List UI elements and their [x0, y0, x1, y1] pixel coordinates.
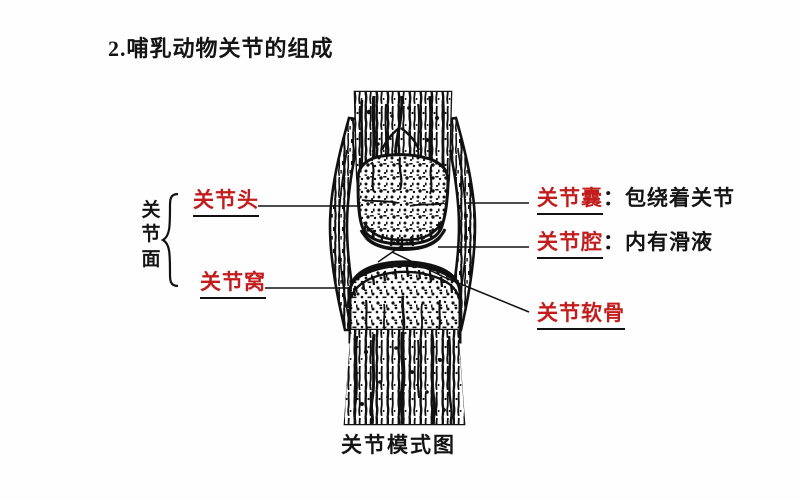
leader-line-ruangu-a [445, 277, 530, 313]
label-guanjienang-separator: ： [603, 186, 625, 210]
label-guanjienang-description: 包绕着关节 [625, 186, 735, 210]
label-guanjienang-text: 关节囊 [537, 186, 603, 215]
lower-bone-shaft [343, 328, 466, 426]
label-guanjieqiang-text: 关节腔 [537, 230, 603, 259]
label-guanjietou[interactable]: 关节头 [193, 188, 259, 217]
label-guanjieqiang-description: 内有滑液 [625, 230, 713, 254]
label-guanjieqiang[interactable]: 关节腔：内有滑液 [537, 230, 713, 259]
group-label-char-1: 关 [141, 200, 161, 221]
group-label-guanjiemian: 关 节 面 [140, 199, 162, 272]
label-guanjieruangu[interactable]: 关节软骨 [537, 301, 625, 330]
leader-lines [258, 202, 530, 313]
upper-epiphysis-head [356, 153, 450, 251]
left-brace [160, 192, 179, 288]
label-guanjiewo[interactable]: 关节窝 [200, 270, 266, 299]
joint-capsule-shape [328, 116, 477, 332]
upper-bone-shaft [353, 90, 453, 208]
joint-cavity [352, 249, 456, 270]
group-label-char-3: 面 [141, 248, 161, 270]
group-label-char-2: 节 [141, 224, 161, 246]
lower-articular-cartilage [348, 260, 462, 300]
lower-epiphysis-socket [348, 260, 462, 344]
label-guanjieqiang-separator: ： [603, 230, 625, 254]
label-guanjietou-text: 关节头 [193, 188, 259, 217]
label-guanjiewo-text: 关节窝 [200, 270, 266, 299]
upper-articular-cartilage [359, 220, 447, 251]
leader-line-cavity-pointer [377, 243, 405, 263]
leader-line-ruangu-b [391, 251, 447, 279]
label-guanjieruangu-text: 关节软骨 [537, 301, 625, 330]
figure-caption: 关节模式图 [341, 433, 456, 457]
label-guanjienang[interactable]: 关节囊：包绕着关节 [537, 186, 735, 215]
page-title: 2.哺乳动物关节的组成 [108, 36, 334, 61]
